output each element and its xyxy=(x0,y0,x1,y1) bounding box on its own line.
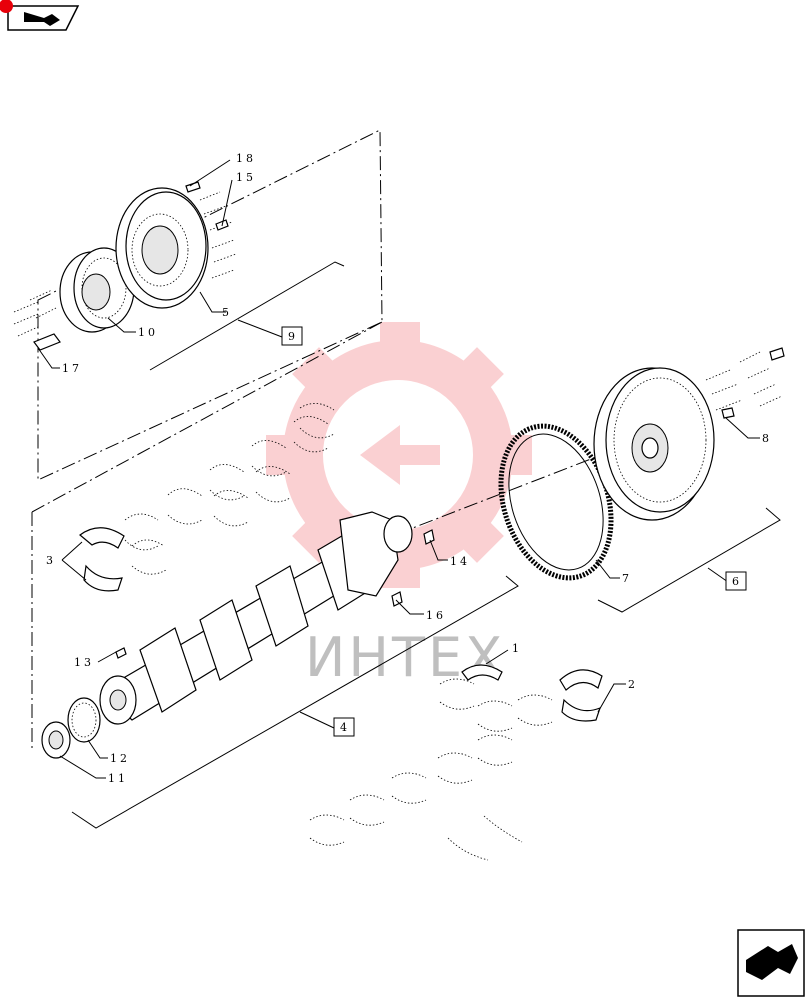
crankshaft xyxy=(99,511,413,725)
callout-7: 7 xyxy=(622,572,632,585)
plug-16 xyxy=(391,591,403,607)
pin-14 xyxy=(423,529,435,545)
callout-15: 15 xyxy=(236,171,256,184)
callout-1: 1 xyxy=(512,642,522,655)
svg-text:9: 9 xyxy=(288,330,295,343)
pin-13 xyxy=(115,647,127,659)
group-9-label: 9 xyxy=(281,326,303,346)
callout-11: 11 xyxy=(108,772,128,785)
watermark-text: ИНТЕХ xyxy=(305,626,505,689)
callout-leaders xyxy=(37,159,760,779)
group-4-label: 4 xyxy=(333,717,355,737)
callout-14: 14 xyxy=(450,555,470,568)
flywheel xyxy=(593,367,715,521)
group-9-bracket xyxy=(149,261,345,371)
group-4-bracket xyxy=(71,575,519,829)
previous-page-icon[interactable] xyxy=(0,0,80,31)
upper-bearing-shells xyxy=(79,403,335,592)
callout-2: 2 xyxy=(628,678,638,691)
group-9-boundary xyxy=(37,129,383,481)
callout-5: 5 xyxy=(222,306,232,319)
callout-12: 12 xyxy=(110,752,130,765)
callout-10: 10 xyxy=(138,326,158,339)
callout-16: 16 xyxy=(426,609,446,622)
crank-sprocket xyxy=(41,721,71,759)
flange-disc xyxy=(115,187,209,309)
red-badge-icon xyxy=(0,0,13,13)
pulley-bolts xyxy=(13,289,61,351)
callout-8: 8 xyxy=(762,432,772,445)
flywheel-bolts xyxy=(705,347,785,419)
callout-17: 17 xyxy=(62,362,82,375)
next-page-icon[interactable] xyxy=(737,929,805,997)
gear-watermark-icon xyxy=(266,322,532,588)
crank-gear xyxy=(67,697,101,743)
group-6-bracket xyxy=(597,507,781,613)
group-4-leader xyxy=(299,711,335,729)
svg-text:4: 4 xyxy=(340,721,347,734)
group-9-leader xyxy=(237,319,283,338)
main-bearing-shells xyxy=(309,664,603,861)
callout-13: 13 xyxy=(74,656,94,669)
group-4-boundary-top xyxy=(31,321,383,513)
svg-text:6: 6 xyxy=(732,575,739,588)
callout-3: 3 xyxy=(46,554,56,567)
callout-18: 18 xyxy=(236,152,256,165)
group-6-leader xyxy=(707,567,729,583)
group-6-label: 6 xyxy=(725,571,747,591)
